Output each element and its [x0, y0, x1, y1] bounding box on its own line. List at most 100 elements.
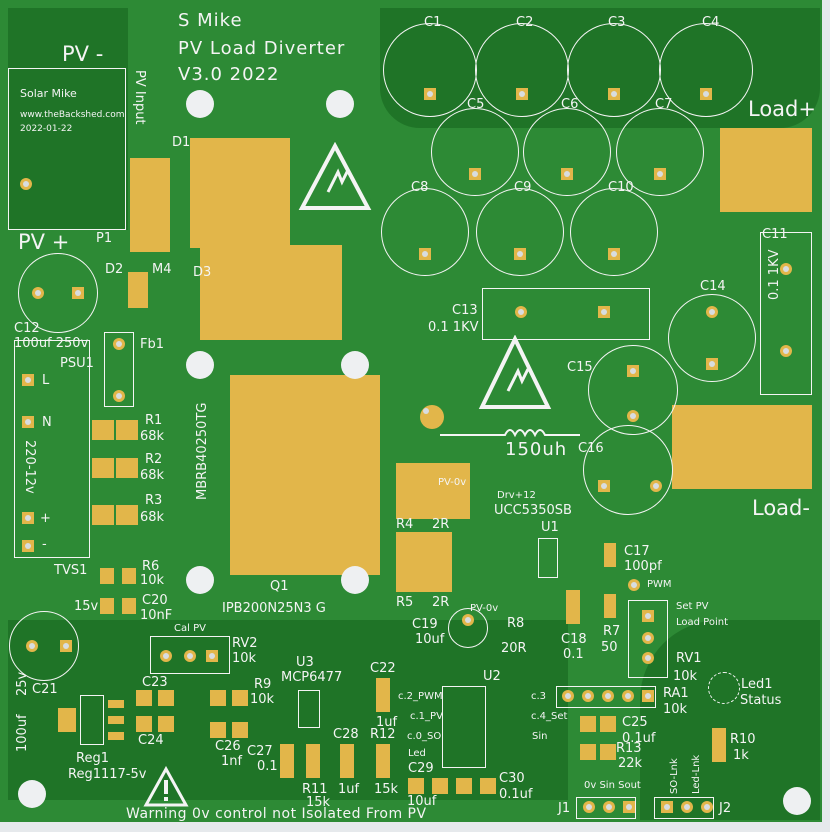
label: N: [42, 415, 52, 430]
label: Load-: [752, 496, 810, 520]
label: 2R: [432, 595, 450, 610]
label: Reg1: [76, 751, 109, 766]
through-hole-pad: [628, 579, 640, 591]
through-hole-pad: [780, 263, 792, 275]
smd-pad: [158, 690, 174, 706]
smd-pad: [566, 590, 580, 624]
through-hole-pad: [160, 650, 172, 662]
label: R10: [730, 732, 756, 747]
ra1-outline: [556, 686, 656, 708]
label: PV -: [62, 42, 104, 66]
label: C9: [514, 180, 532, 195]
label: C30: [499, 771, 525, 786]
label: 2R: [432, 517, 450, 532]
label: Fb1: [140, 337, 165, 352]
through-hole-pad: [583, 801, 595, 813]
smd-pad: [604, 594, 616, 618]
capacitor-c12: [18, 253, 98, 333]
label: 10k: [232, 651, 257, 666]
mounting-hole: [341, 566, 369, 594]
square-pad: [561, 168, 573, 180]
smd-pad: [712, 728, 726, 762]
label: C22: [370, 661, 396, 676]
square-pad: [598, 480, 610, 492]
smd-pad: [100, 598, 114, 614]
through-hole-pad: [562, 690, 574, 702]
through-hole-pad: [20, 178, 32, 190]
smd-pad: [340, 744, 354, 778]
label: U1: [541, 520, 559, 535]
label: C24: [138, 733, 164, 748]
square-pad: [598, 306, 610, 318]
logo-name: Solar Mike: [20, 87, 77, 100]
u3-outline: [298, 690, 320, 728]
capacitor-c6: [523, 108, 611, 196]
square-pad: [623, 801, 635, 813]
label: R4: [396, 517, 414, 532]
label: R6: [142, 559, 160, 574]
label: R13: [616, 741, 642, 756]
label: C5: [467, 97, 485, 112]
label: M4: [152, 262, 172, 277]
label: D1: [172, 135, 191, 150]
capacitor-c5: [431, 108, 519, 196]
smd-pad: [580, 744, 596, 760]
u1-outline: [538, 538, 558, 578]
label: R3: [145, 493, 163, 508]
label: 68k: [140, 429, 165, 444]
mounting-hole: [326, 90, 354, 118]
smd-pad: [210, 690, 226, 706]
square-pad: [608, 88, 620, 100]
label: R2: [145, 452, 163, 467]
label: 0.1: [563, 647, 584, 662]
pin-label: Sin: [532, 731, 548, 742]
through-hole-pad: [642, 652, 654, 664]
square-pad: [706, 358, 718, 370]
label: Q1: [270, 579, 289, 594]
label: C6: [561, 97, 579, 112]
label: P1: [96, 231, 113, 246]
through-hole-pad: [26, 640, 38, 652]
label: Led-Lnk: [691, 754, 702, 794]
smd-pad: [116, 458, 138, 478]
square-pad: [424, 88, 436, 100]
label: R12: [370, 727, 396, 742]
capacitor-c14: [668, 294, 756, 382]
label: U3: [296, 655, 314, 670]
label: Status: [740, 693, 782, 708]
pv0v-pad: [396, 463, 470, 519]
label: 22k: [618, 756, 643, 771]
smd-pad: [136, 690, 152, 706]
label: 15v: [74, 599, 99, 614]
label: PWM: [647, 579, 672, 590]
label: PV Input: [132, 70, 147, 125]
square-pad: [22, 540, 34, 552]
p1-outline: [8, 68, 126, 230]
smd-pad: [122, 568, 136, 584]
label: C28: [333, 727, 359, 742]
label: 10k: [673, 669, 698, 684]
through-hole-pad: [602, 690, 614, 702]
label: C20: [142, 593, 168, 608]
warning-text: Warning 0v control not Isolated From PV: [126, 806, 427, 822]
smd-pad: [580, 716, 596, 732]
label: MCP6477: [281, 670, 343, 685]
label: Cal PV: [174, 623, 206, 634]
label: R8: [507, 616, 525, 631]
label: RV2: [232, 636, 258, 651]
reg1-outline: [80, 695, 104, 745]
label: L: [42, 373, 50, 388]
label: Drv+12: [497, 490, 536, 501]
capacitor-c3: [567, 23, 661, 117]
label: R11: [302, 782, 328, 797]
smd-pad: [92, 458, 114, 478]
through-hole-pad: [681, 801, 693, 813]
label: 10k: [140, 573, 165, 588]
mounting-hole: [18, 780, 46, 808]
p1-pad: [130, 158, 170, 252]
label: R5: [396, 595, 414, 610]
label: C16: [578, 441, 604, 456]
label: TVS1: [54, 563, 88, 578]
c11-outline: [760, 232, 812, 395]
through-hole-pad: [780, 345, 792, 357]
